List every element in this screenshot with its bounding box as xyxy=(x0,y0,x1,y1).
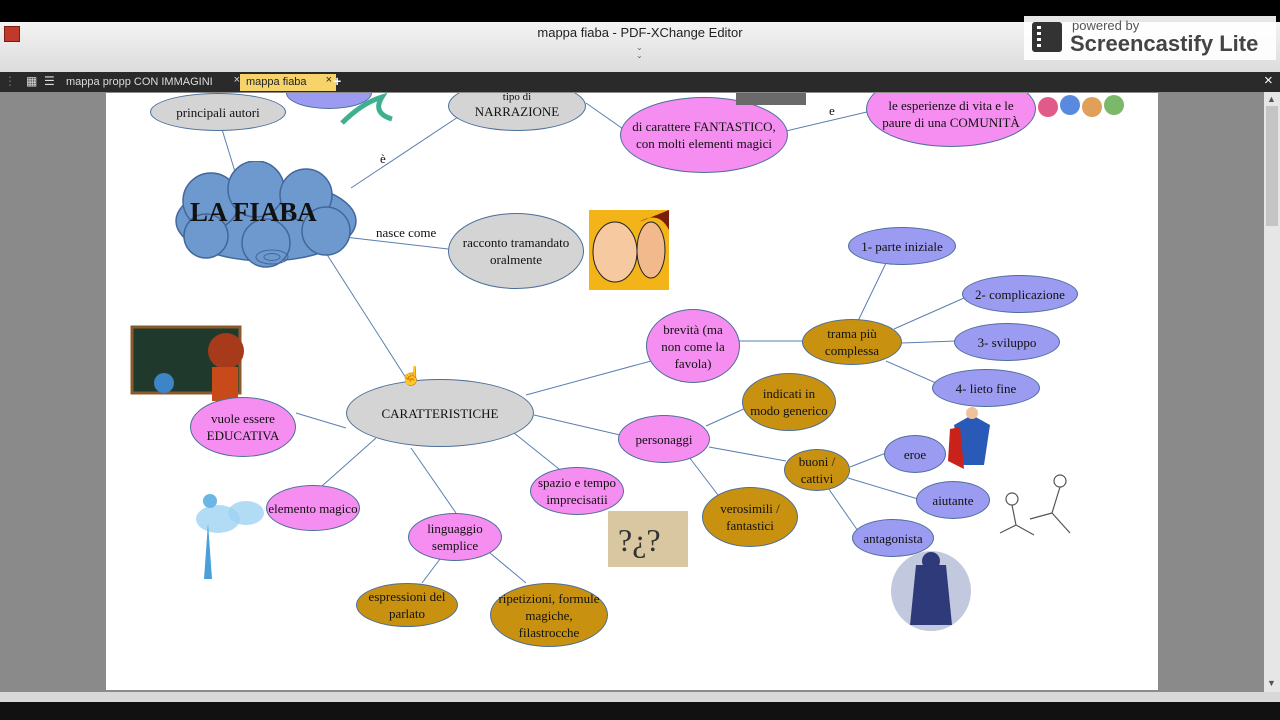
node-narrazione-top-text: tipo di xyxy=(502,93,532,103)
brand-text: Screencastify Lite xyxy=(1070,31,1259,56)
node-caratteristiche: CARATTERISTICHE xyxy=(346,379,534,447)
crowd-image xyxy=(1038,95,1124,117)
screencastify-watermark: powered by Screencastify Lite xyxy=(1024,16,1276,60)
node-complicazione: 2- complicazione xyxy=(962,275,1078,313)
helper-image xyxy=(999,474,1071,536)
node-spazio-tempo: spazio e tempo imprecisatii xyxy=(530,467,624,515)
node-personaggi: personaggi xyxy=(618,415,710,463)
map-title: LA FIABA xyxy=(190,197,317,227)
close-all-button[interactable]: × xyxy=(1264,72,1273,89)
status-bar xyxy=(0,692,1280,702)
node-linguaggio: linguaggio semplice xyxy=(408,513,502,561)
node-aiutante: aiutante xyxy=(916,481,990,519)
grid-icon[interactable]: ▦ xyxy=(26,74,38,88)
question-marks-image: ?¿? xyxy=(608,511,688,567)
close-icon[interactable]: × xyxy=(233,74,240,86)
node-lieto-fine: 4- lieto fine xyxy=(932,369,1040,407)
chevron-down-icon[interactable]: ⌄⌄ xyxy=(636,43,643,60)
node-ripetizioni: ripetizioni, formule magiche, filastrocc… xyxy=(490,583,608,647)
connector-lines xyxy=(220,102,965,584)
new-tab-button[interactable]: + xyxy=(333,73,342,89)
fairy-image xyxy=(196,494,264,579)
node-narrazione-text: NARRAZIONE xyxy=(474,104,560,119)
powered-by-text: powered by xyxy=(1072,18,1140,33)
scroll-up-icon[interactable]: ▲ xyxy=(1267,94,1276,104)
node-verosimili: verosimili / fantastici xyxy=(702,487,798,547)
cloud-shape xyxy=(175,161,357,268)
scroll-down-icon[interactable]: ▼ xyxy=(1267,678,1276,688)
vertical-scrollbar[interactable]: ▲ ▼ xyxy=(1264,92,1280,692)
node-principali-autori: principali autori xyxy=(150,93,286,131)
node-antagonista: antagonista xyxy=(852,519,934,557)
window-title: mappa fiaba - PDF-XChange Editor xyxy=(537,25,743,40)
sidebar-handle-icon[interactable]: ⋮ xyxy=(4,74,16,88)
screen-bottom-bar xyxy=(0,702,1280,720)
scroll-thumb[interactable] xyxy=(1266,106,1278,226)
node-educativa: vuole essere EDUCATIVA xyxy=(190,397,296,457)
node-trama: trama più complessa xyxy=(802,319,902,365)
app-icon[interactable] xyxy=(4,26,20,42)
tab-label: mappa fiaba xyxy=(246,76,307,88)
label-e-verb: è xyxy=(380,151,386,166)
node-eroe: eroe xyxy=(884,435,946,473)
film-icon xyxy=(1032,22,1062,52)
list-icon[interactable]: ☰ xyxy=(44,74,55,88)
gossip-image xyxy=(589,210,669,290)
node-esperienze: le esperienze di vita e le paure di una … xyxy=(866,93,1036,147)
mermaid-image xyxy=(340,93,393,125)
node-buoni-cattivi: buoni / cattivi xyxy=(784,449,850,491)
tab-mappa-fiaba[interactable]: mappa fiaba × xyxy=(240,74,336,91)
hero-image xyxy=(948,407,990,469)
hand-cursor-icon: ☝ xyxy=(400,366,423,386)
teacher-image xyxy=(130,325,244,401)
villain-image xyxy=(891,551,971,631)
label-nasce-come: nasce come xyxy=(376,225,437,240)
node-parte-iniziale: 1- parte iniziale xyxy=(848,227,956,265)
node-fantastico: di carattere FANTASTICO, con molti eleme… xyxy=(620,97,788,173)
top-figure-image xyxy=(736,93,806,105)
node-sviluppo: 3- sviluppo xyxy=(954,323,1060,361)
node-espressioni: espressioni del parlato xyxy=(356,583,458,627)
node-indicati: indicati in modo generico xyxy=(742,373,836,431)
node-brevita: brevità (ma non come la favola) xyxy=(646,309,740,383)
tab-label: mappa propp CON IMMAGINI xyxy=(66,76,213,88)
node-elemento-magico: elemento magico xyxy=(266,485,360,531)
tab-mappa-propp[interactable]: mappa propp CON IMMAGINI × xyxy=(60,74,244,91)
screen-top-bar xyxy=(0,0,1280,22)
close-icon[interactable]: × xyxy=(325,74,332,86)
node-racconto: racconto tramandato oralmente xyxy=(448,213,584,289)
svg-text:?¿?: ?¿? xyxy=(618,522,661,558)
label-e-conj: e xyxy=(829,103,835,118)
